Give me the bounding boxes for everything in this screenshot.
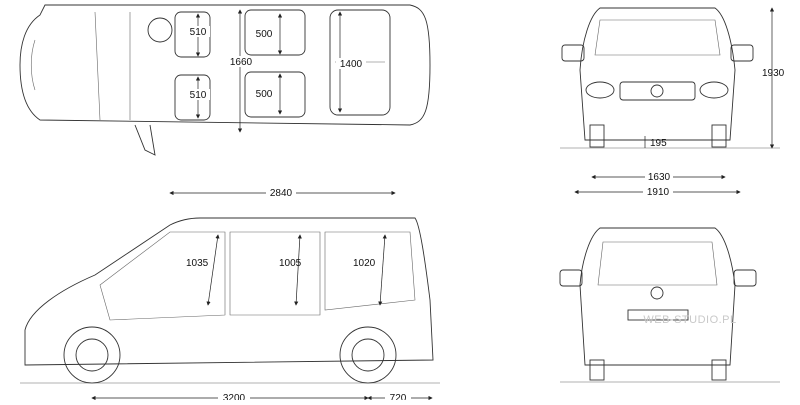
label-head-mid: 1005 — [279, 258, 302, 269]
side-rear-window — [324, 231, 416, 311]
label-cabin-length: 1660 — [230, 57, 253, 68]
side-wheel-rear — [339, 326, 397, 384]
label-front-width: 1910 — [647, 187, 670, 198]
front-headlight-left — [585, 81, 615, 99]
top-windshield — [94, 11, 131, 121]
label-head-front: 1035 — [186, 258, 209, 269]
label-seat-front-right: 510 — [190, 90, 207, 101]
side-wheel-front-rim — [75, 338, 109, 372]
side-view: 2840 1035 1005 1020 3200 720 — [20, 187, 440, 404]
top-body-outline — [19, 4, 431, 126]
front-body-outline — [579, 7, 736, 141]
label-overhang: 720 — [390, 393, 407, 400]
side-wheel-front — [63, 326, 121, 384]
top-seat-mid-top — [244, 9, 306, 56]
label-front-track: 1630 — [648, 172, 671, 183]
dim-line-head-front — [206, 234, 220, 306]
dim-line-head-mid — [294, 234, 302, 306]
top-seat-mid-bottom — [244, 71, 306, 118]
label-seat-mid-bottom: 500 — [256, 89, 273, 100]
label-side-roof: 2840 — [270, 188, 293, 199]
top-steering-wheel — [147, 17, 173, 43]
front-wheel-left — [589, 124, 605, 148]
side-wheel-rear-rim — [351, 338, 385, 372]
label-rear-bench: 1400 — [340, 59, 363, 70]
rear-mirror-right — [733, 269, 757, 287]
top-view: 510 510 500 500 1660 1400 — [19, 4, 431, 156]
watermark-text: WEB-STUDIO.PL — [643, 314, 736, 326]
rear-view: WEB-STUDIO.PL — [559, 227, 780, 383]
front-mirror-right — [730, 44, 754, 62]
label-front-clearance: 195 — [650, 138, 667, 149]
label-front-height: 1930 — [762, 68, 785, 79]
front-wheel-right — [711, 124, 727, 148]
rear-star-icon — [650, 286, 664, 300]
front-windshield — [594, 19, 721, 56]
front-headlight-right — [699, 81, 729, 99]
rear-body-outline — [579, 227, 736, 366]
mercedes-star-icon — [650, 84, 664, 98]
label-head-rear: 1020 — [353, 258, 376, 269]
rear-wheel-right — [711, 359, 727, 381]
side-mid-window — [229, 231, 321, 316]
front-mirror-left — [561, 44, 585, 62]
dim-line-head-rear — [378, 234, 387, 306]
side-body-outline — [24, 217, 434, 366]
rear-window — [597, 241, 718, 286]
rear-plate — [627, 309, 689, 321]
rear-wheel-left — [589, 359, 605, 381]
rear-mirror-left — [559, 269, 583, 287]
label-seat-mid-top: 500 — [256, 29, 273, 40]
label-wheelbase: 3200 — [223, 393, 246, 400]
front-grille — [619, 81, 696, 101]
front-view: 1930 195 1630 1910 — [560, 7, 785, 198]
top-open-door — [134, 124, 156, 156]
side-front-window — [99, 231, 226, 321]
top-rear-bench — [329, 9, 391, 116]
top-hood-line — [30, 39, 36, 91]
label-seat-front-left: 510 — [190, 27, 207, 38]
